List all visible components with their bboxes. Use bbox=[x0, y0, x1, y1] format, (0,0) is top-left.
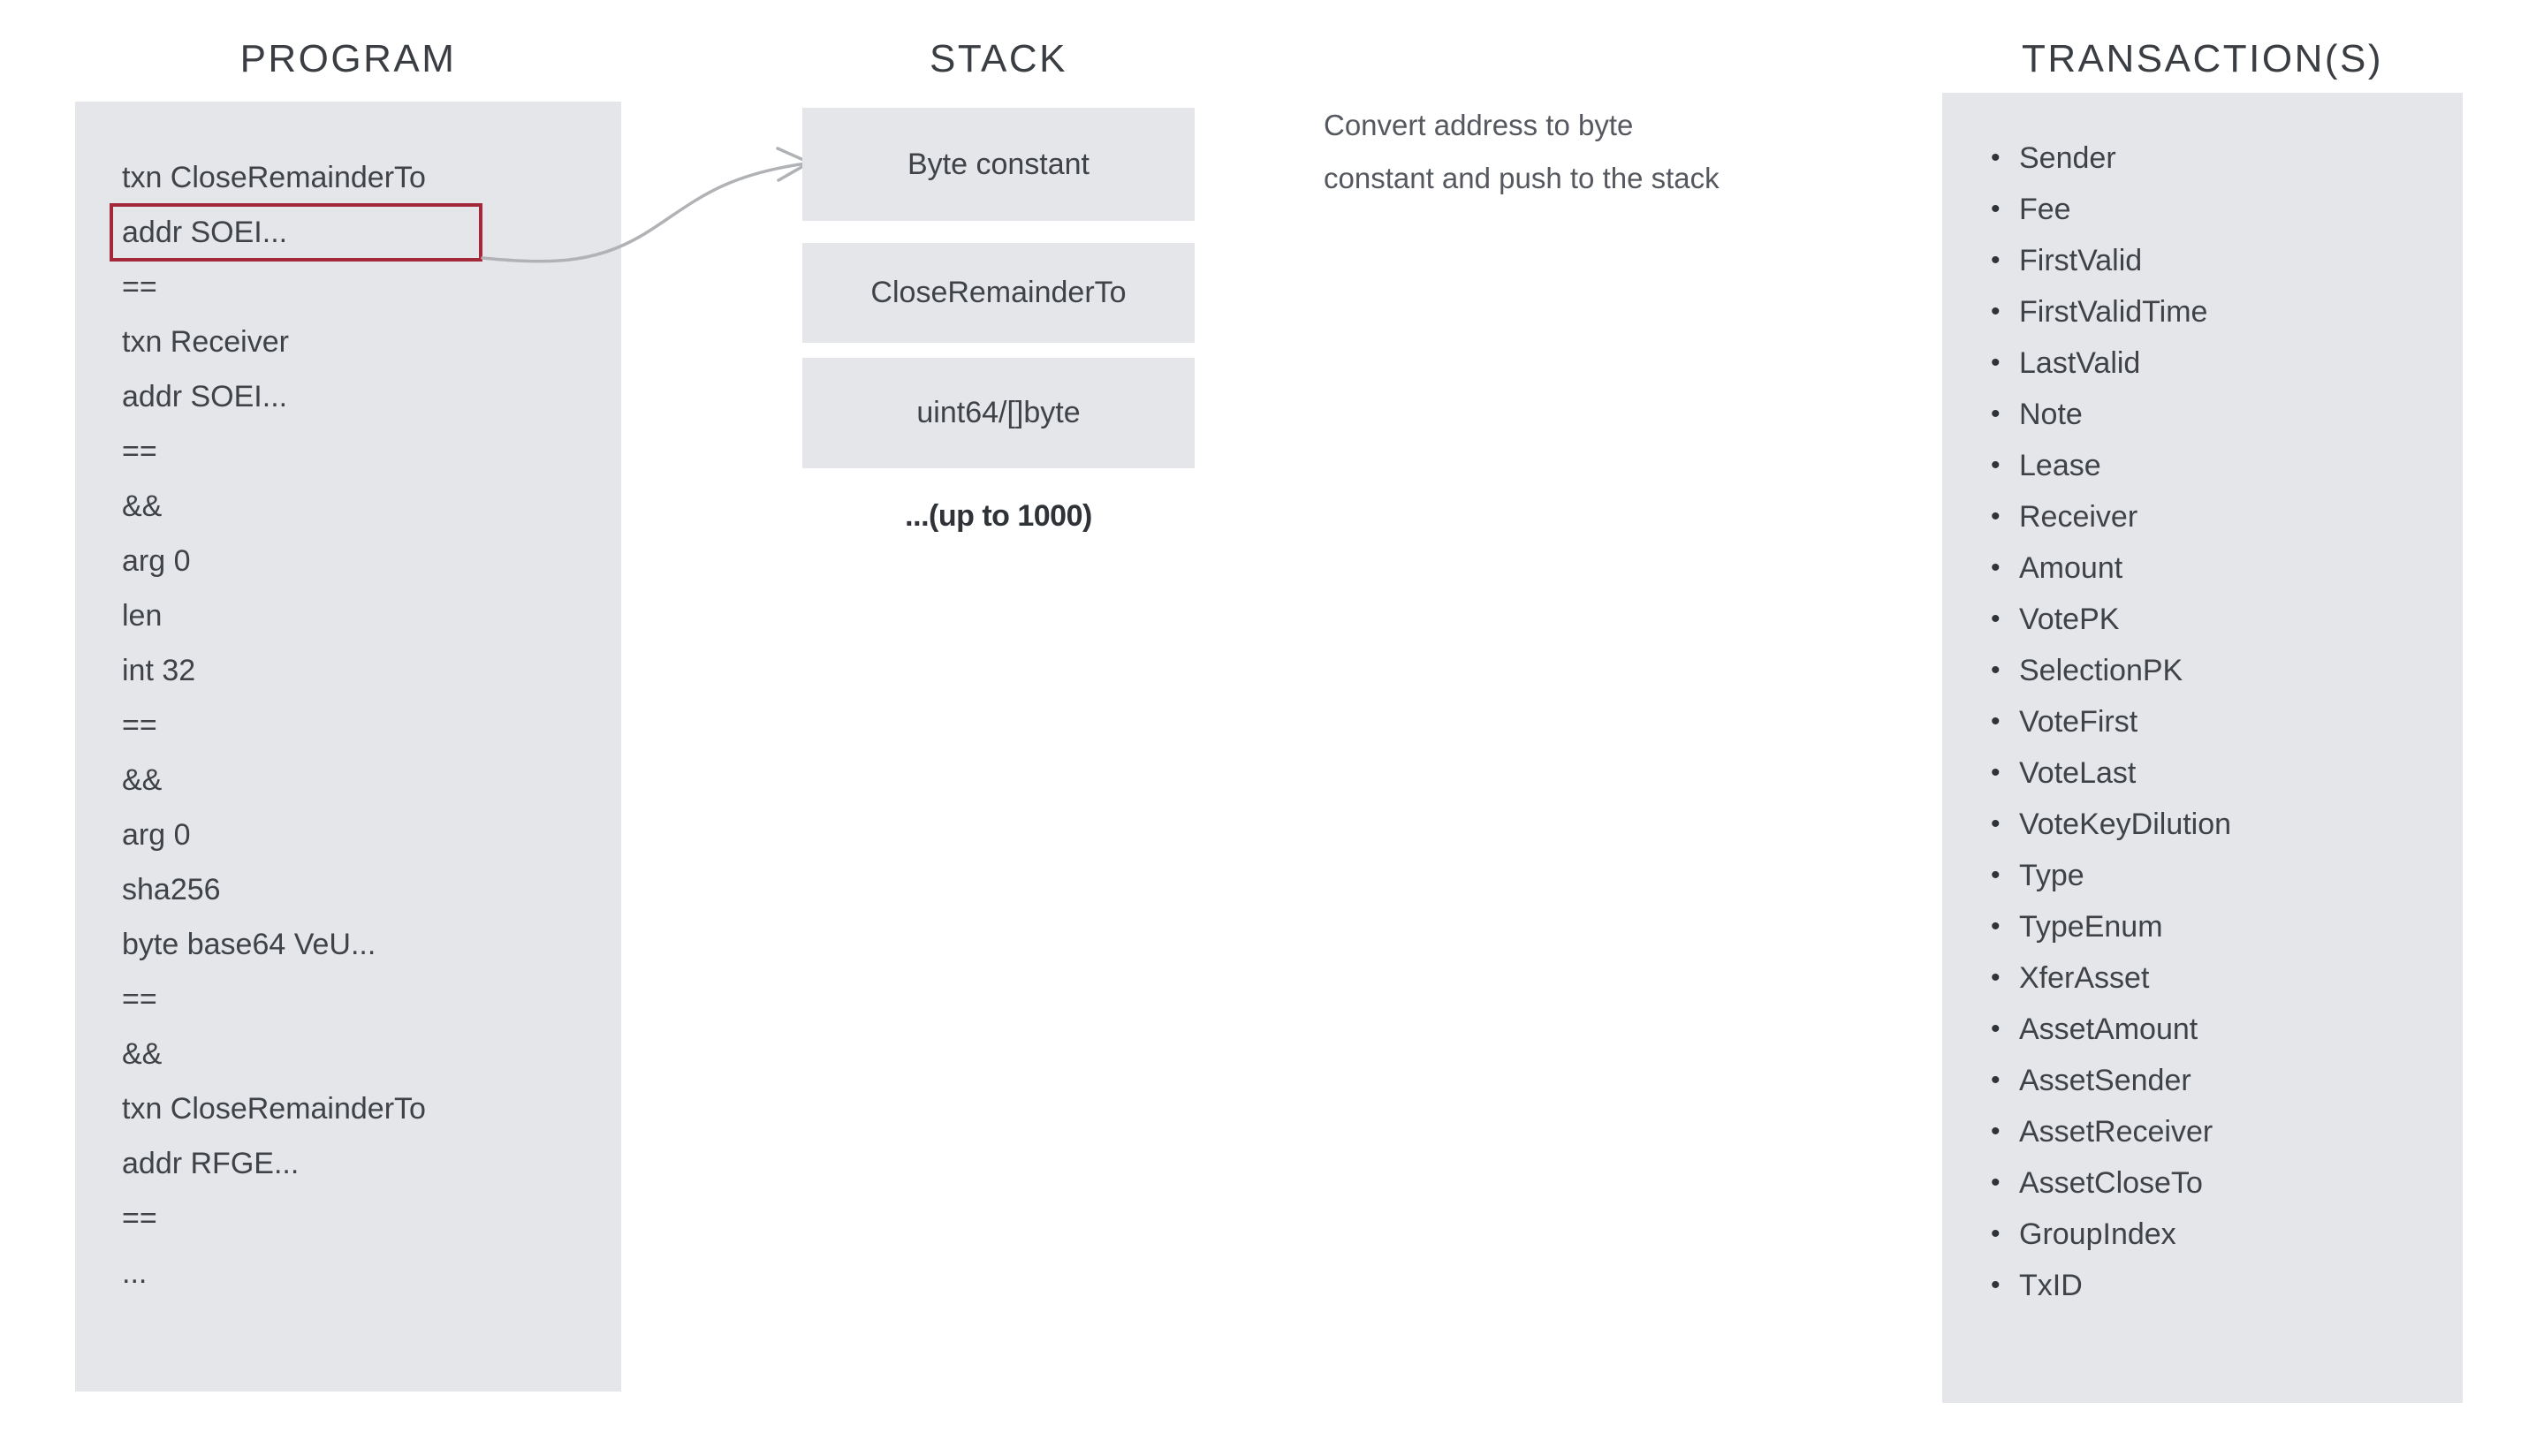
program-panel bbox=[75, 102, 621, 1392]
transaction-field-item: VoteLast bbox=[1991, 747, 2450, 799]
transaction-field-item: TypeEnum bbox=[1991, 901, 2450, 952]
program-line: int 32 bbox=[122, 654, 196, 687]
stack-cell: CloseRemainderTo bbox=[802, 243, 1195, 343]
program-listing: txn CloseRemainderTo addr SOEI... == txn Re… bbox=[110, 150, 617, 1301]
program-line-highlighted: addr SOEI... bbox=[110, 203, 482, 262]
program-line: arg 0 bbox=[122, 818, 191, 852]
transaction-field-item: VotePK bbox=[1991, 594, 2450, 645]
transaction-field-item: VoteKeyDilution bbox=[1991, 799, 2450, 850]
annotation-line-1: Convert address to byte bbox=[1324, 109, 1634, 141]
stack-cell: uint64/[]byte bbox=[802, 358, 1195, 468]
program-line: arg 0 bbox=[122, 544, 191, 578]
program-line: txn Receiver bbox=[122, 325, 289, 359]
annotation-line-2: constant and push to the stack bbox=[1324, 162, 1720, 194]
transaction-field-item: TxID bbox=[1991, 1260, 2450, 1311]
transaction-field-item: XferAsset bbox=[1991, 952, 2450, 1004]
program-line: addr RFGE... bbox=[122, 1147, 300, 1180]
transaction-field-item: GroupIndex bbox=[1991, 1209, 2450, 1260]
program-line: && bbox=[122, 763, 163, 797]
program-line: == bbox=[122, 270, 157, 304]
program-line: byte base64 VeU... bbox=[122, 928, 376, 961]
program-line: && bbox=[122, 489, 163, 523]
program-line: ... bbox=[122, 1256, 148, 1290]
program-line: txn CloseRemainderTo bbox=[122, 1092, 426, 1126]
transaction-field-item: Sender bbox=[1991, 133, 2450, 184]
transactions-column-title: TRANSACTION(S) bbox=[2022, 37, 2383, 80]
transaction-field-item: AssetAmount bbox=[1991, 1004, 2450, 1055]
program-line: sha256 bbox=[122, 873, 221, 906]
program-line: len bbox=[122, 599, 163, 633]
transaction-field-item: AssetReceiver bbox=[1991, 1106, 2450, 1157]
transaction-field-item: Type bbox=[1991, 850, 2450, 901]
stack-cell: Byte constant bbox=[802, 108, 1195, 221]
stack-capacity-note: ...(up to 1000) bbox=[905, 499, 1092, 533]
program-line: == bbox=[122, 435, 157, 468]
transaction-field-item: FirstValid bbox=[1991, 235, 2450, 286]
program-line: == bbox=[122, 1202, 157, 1235]
transaction-field-item: Receiver bbox=[1991, 491, 2450, 542]
transaction-field-item: Fee bbox=[1991, 184, 2450, 235]
program-line: == bbox=[122, 982, 157, 1016]
transaction-field-item: VoteFirst bbox=[1991, 696, 2450, 747]
transaction-field-item: Amount bbox=[1991, 542, 2450, 594]
program-line: == bbox=[122, 709, 157, 742]
transaction-field-item: Lease bbox=[1991, 440, 2450, 491]
transaction-field-item: FirstValidTime bbox=[1991, 286, 2450, 337]
annotation-text: Convert address to byte constant and pus… bbox=[1324, 99, 1818, 205]
transaction-field-item: AssetSender bbox=[1991, 1055, 2450, 1106]
transaction-fields-list: SenderFeeFirstValidFirstValidTimeLastVal… bbox=[1991, 133, 2450, 1311]
program-line: && bbox=[122, 1037, 163, 1071]
transaction-field-item: AssetCloseTo bbox=[1991, 1157, 2450, 1209]
transaction-field-item: Note bbox=[1991, 389, 2450, 440]
program-line: addr SOEI... bbox=[122, 380, 288, 413]
program-column-title: PROGRAM bbox=[239, 37, 457, 80]
program-line: txn CloseRemainderTo bbox=[122, 161, 426, 194]
stack-column-title: STACK bbox=[930, 37, 1067, 80]
transaction-field-item: LastValid bbox=[1991, 337, 2450, 389]
transaction-field-item: SelectionPK bbox=[1991, 645, 2450, 696]
